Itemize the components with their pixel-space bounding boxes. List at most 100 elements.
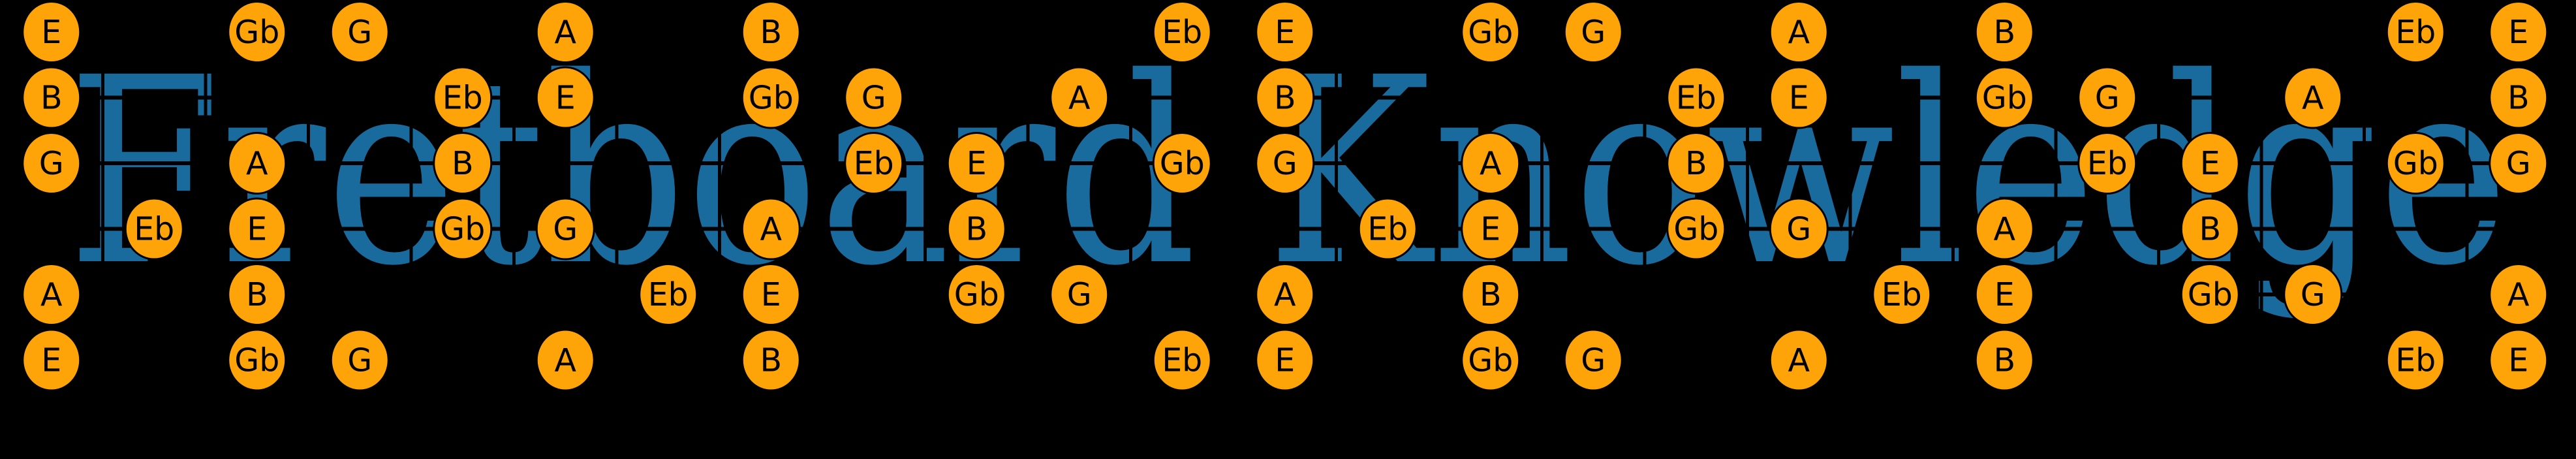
note-circle <box>22 263 82 326</box>
note-marker: Gb <box>2180 263 2240 326</box>
note-marker: A <box>1049 66 1110 129</box>
note-circle <box>2489 132 2549 195</box>
note-circle <box>227 197 287 261</box>
note-label: E <box>967 145 987 182</box>
note-circle <box>1974 66 2034 129</box>
note-label: G <box>347 14 372 51</box>
note-label: A <box>2507 276 2530 313</box>
note-label: A <box>1068 80 1091 117</box>
note-circle <box>227 132 287 195</box>
note-marker: Gb <box>433 197 493 261</box>
note-label: Eb <box>854 145 894 182</box>
note-marker: Eb <box>1666 66 1726 129</box>
note-circle <box>2180 132 2240 195</box>
note-label: Eb <box>648 276 689 313</box>
note-marker: B <box>433 132 493 195</box>
note-circle <box>433 66 493 129</box>
note-label: B <box>2199 211 2221 248</box>
note-marker: Gb <box>1152 132 1212 195</box>
note-marker: Gb <box>741 66 801 129</box>
note-marker: G <box>2077 66 2137 129</box>
note-marker: Eb <box>1872 263 1932 326</box>
note-label: E <box>1789 80 1809 117</box>
note-circle <box>1255 263 1315 326</box>
note-marker: A <box>535 328 595 392</box>
note-circle <box>1255 1 1315 63</box>
note-marker: A <box>1769 1 1829 63</box>
note-marker: A <box>227 132 287 195</box>
note-label: Eb <box>2087 145 2128 182</box>
note-circle <box>1974 263 2034 326</box>
note-marker: A <box>1255 263 1315 326</box>
note-circle <box>741 197 801 261</box>
note-label: A <box>1993 211 2015 248</box>
note-label: Gb <box>1468 14 1513 51</box>
note-label: G <box>39 145 64 182</box>
note-marker: G <box>330 328 390 392</box>
note-circle <box>22 1 82 63</box>
note-marker: B <box>2180 197 2240 261</box>
note-marker: Eb <box>1358 197 1418 261</box>
note-label: B <box>760 14 782 51</box>
note-circle <box>1461 132 1521 195</box>
note-label: A <box>1788 342 1810 379</box>
note-marker: E <box>22 1 82 63</box>
note-label: Eb <box>1676 80 1716 117</box>
note-label: B <box>1274 80 1296 117</box>
note-label: B <box>246 276 268 313</box>
note-marker: B <box>227 263 287 326</box>
note-label: G <box>553 211 578 248</box>
note-label: Gb <box>440 211 485 248</box>
note-circle <box>638 263 698 326</box>
note-circle <box>433 197 493 261</box>
note-marker: Gb <box>1461 1 1521 63</box>
note-label: G <box>1273 145 1297 182</box>
note-circle <box>1255 328 1315 392</box>
note-marker: E <box>741 263 801 326</box>
note-label: E <box>247 211 267 248</box>
note-circle <box>2077 66 2137 129</box>
note-label: G <box>861 80 886 117</box>
note-label: Eb <box>134 211 174 248</box>
note-marker: E <box>1255 1 1315 63</box>
note-label: Gb <box>234 342 279 379</box>
note-marker: E <box>1255 328 1315 392</box>
note-label: Gb <box>2188 276 2233 313</box>
note-marker: E <box>1461 197 1521 261</box>
note-marker: Eb <box>2385 1 2445 63</box>
note-label: E <box>1275 342 1295 379</box>
note-label: G <box>347 342 372 379</box>
note-marker: E <box>1974 263 2034 326</box>
note-circle <box>535 197 595 261</box>
note-marker: B <box>741 328 801 392</box>
note-label: Eb <box>1162 14 1202 51</box>
note-marker: Eb <box>1152 1 1212 63</box>
note-label: E <box>555 80 576 117</box>
note-circle <box>22 328 82 392</box>
note-circle <box>22 132 82 195</box>
note-label: A <box>1274 276 1296 313</box>
note-marker: G <box>330 1 390 63</box>
note-label: A <box>2302 80 2324 117</box>
note-marker: Gb <box>1974 66 2034 129</box>
note-marker: Eb <box>433 66 493 129</box>
note-label: E <box>41 342 61 379</box>
note-marker: Eb <box>124 197 184 261</box>
note-circle <box>1255 132 1315 195</box>
note-marker: G <box>1563 328 1623 392</box>
note-label: G <box>1581 14 1606 51</box>
note-marker: A <box>535 1 595 63</box>
note-marker: Eb <box>638 263 698 326</box>
note-marker: Gb <box>227 328 287 392</box>
note-marker: E <box>227 197 287 261</box>
note-marker: Gb <box>2385 132 2445 195</box>
note-circle <box>1769 66 1829 129</box>
note-marker: A <box>1461 132 1521 195</box>
note-circle <box>1461 328 1521 392</box>
note-circle <box>330 328 390 392</box>
note-circle <box>2489 263 2549 326</box>
note-circle <box>1769 328 1829 392</box>
note-marker: Eb <box>2077 132 2137 195</box>
note-marker: B <box>1666 132 1726 195</box>
